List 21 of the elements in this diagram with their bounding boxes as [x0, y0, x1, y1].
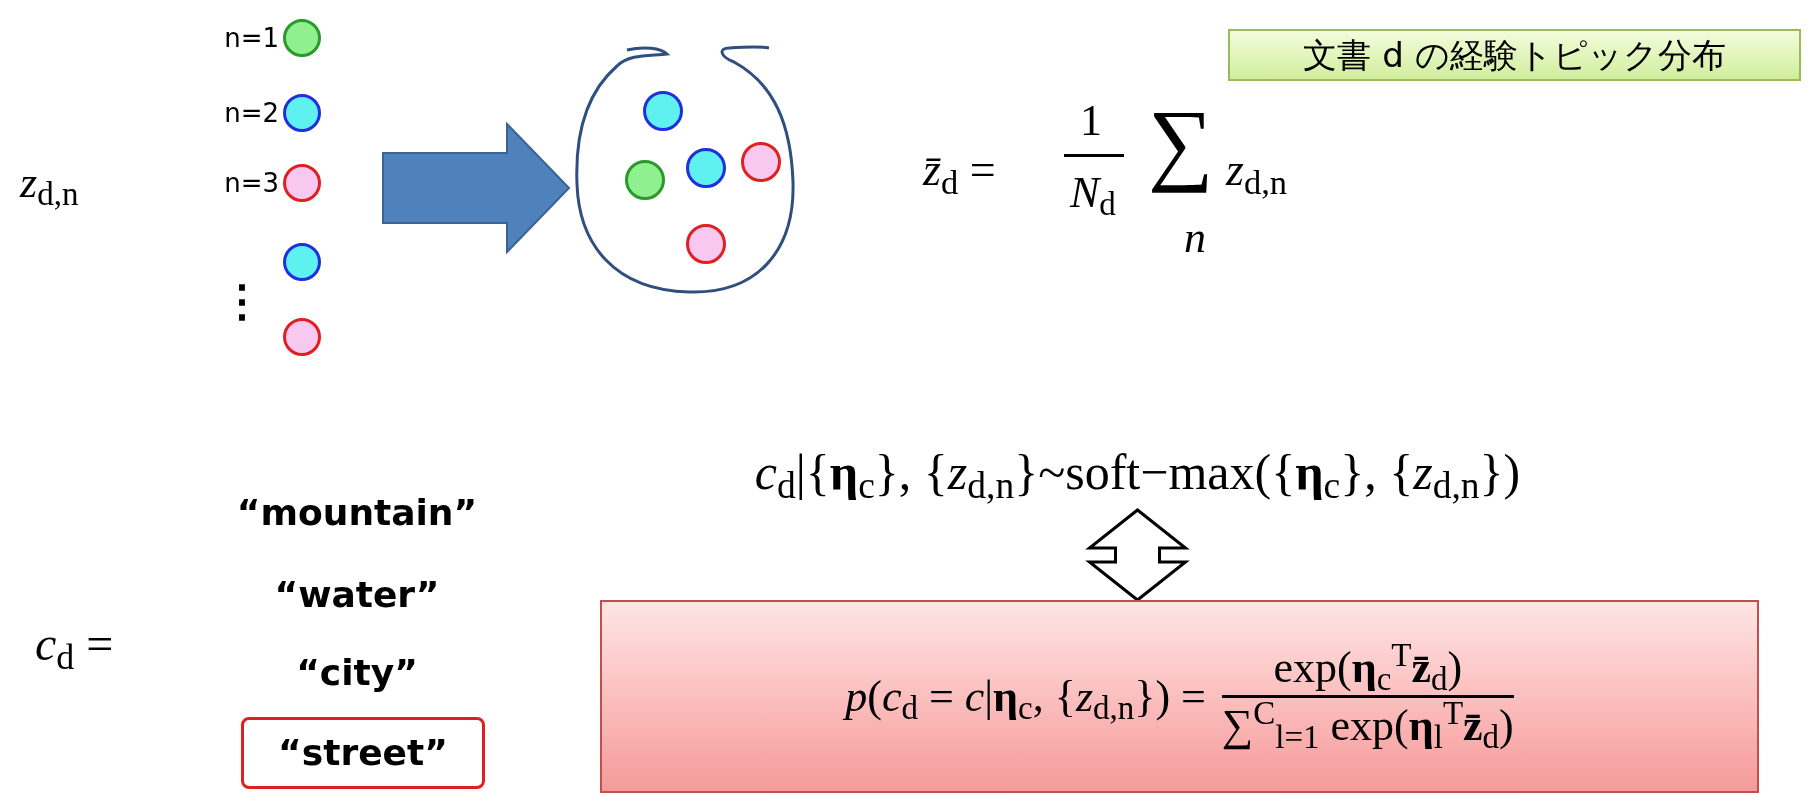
math-label: “mountain” — [236, 492, 478, 533]
index-label: n=1 — [223, 25, 279, 51]
double-arrow — [1085, 508, 1190, 602]
highlighted-word: “street” — [241, 717, 485, 789]
math-label: “water” — [274, 574, 440, 615]
formula-text: c$_{d}$|{η$_{c}$}, {z$_{d,n}$}~soft−max({η$_{c}$}, {z$_{d,n}$}) — [754, 443, 1521, 509]
numerator-text: exp(η$_{c}$$^{T}$z̄$_{d}$) — [1273, 640, 1463, 695]
math-label: c$_{d}$ = — [35, 617, 114, 670]
math-label: “city” — [296, 652, 418, 693]
math-label: ⋮ — [220, 276, 264, 325]
formula-box — [600, 600, 1759, 793]
math-label: 1 — [1080, 96, 1102, 145]
math-label: n — [1184, 213, 1206, 262]
denominator-text: ∑$^{C}$$_{l=1}$ exp(η$_{l}$$^{T}$z̄$_{d}$) — [1221, 698, 1514, 753]
index-label: n=2 — [223, 100, 279, 126]
math-label: z̄$_{d}$ = — [923, 144, 996, 195]
index-label: n=3 — [223, 170, 279, 196]
title-box: 文書 d の経験トピック分布 — [1228, 29, 1801, 81]
math-label: ∑ — [1148, 91, 1214, 193]
math-label: N$_{d}$ — [1070, 168, 1116, 217]
block-arrow — [382, 121, 571, 255]
